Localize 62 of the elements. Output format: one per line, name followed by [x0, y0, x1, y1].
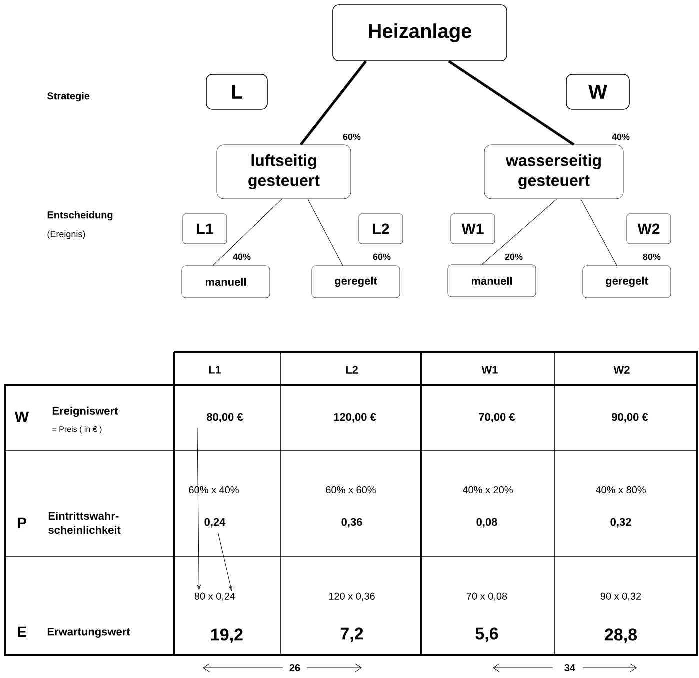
connector-line [580, 198, 618, 266]
table-cell: 80 x 0,24 [194, 592, 236, 602]
row-note: (Ereignis) [48, 230, 86, 240]
row-letter: P [18, 518, 26, 528]
table-cell: 40% x 20% [462, 486, 513, 494]
table-cell: 5,6 [476, 628, 498, 642]
strategy-box: L [206, 74, 268, 110]
row-label: Entscheidung [48, 211, 113, 221]
table-cell: 28,8 [605, 628, 638, 644]
row-note: = Preis ( in € ) [52, 426, 102, 434]
table-cell: 0,36 [342, 518, 362, 528]
edge-label: 60% [342, 132, 362, 142]
connector-line [448, 60, 575, 146]
table-cell: 70 x 0,08 [466, 592, 508, 602]
table-cell: 40% x 80% [596, 486, 646, 494]
row-label: Erwartungswert [48, 628, 130, 638]
table-cell: 120 x 0,36 [329, 592, 375, 602]
edge-label: 40% [232, 252, 252, 262]
option-box: wasserseitig gesteuert [484, 144, 624, 200]
table-cell: 120,00 € [334, 413, 376, 423]
table-cell: 90,00 € [612, 413, 648, 423]
strategy-box: W [566, 74, 630, 110]
title-box: Heizanlage [332, 4, 508, 62]
table-cell: 19,2 [212, 628, 243, 644]
table-cell: 80,00 € [207, 413, 244, 423]
arrow [218, 532, 232, 592]
arrow [197, 428, 201, 590]
connector-line [212, 198, 282, 266]
connector-line [300, 60, 368, 146]
column-header: W1 [482, 366, 498, 374]
dimension-value: 26 [287, 662, 303, 674]
decision-box: L2 [358, 214, 404, 244]
outcome-box: geregelt [582, 266, 672, 298]
table-cell: 60% x 60% [326, 486, 376, 494]
column-header: W2 [614, 366, 630, 374]
decision-box: L1 [182, 214, 228, 244]
row-letter: E [18, 626, 26, 638]
outcome-box: manuell [448, 264, 536, 298]
table-cell: 0,08 [476, 518, 498, 528]
edge-label: 60% [372, 252, 392, 262]
edge-label: 20% [504, 252, 524, 262]
outcome-box: geregelt [312, 266, 400, 298]
column-header: L1 [209, 366, 222, 374]
table-cell: 70,00 € [479, 413, 516, 423]
connector-line [308, 198, 344, 266]
outcome-box: manuell [182, 266, 270, 298]
edge-label: 40% [611, 132, 631, 142]
table-cell: 7,2 [340, 628, 364, 642]
table-cell: 90 x 0,32 [600, 592, 642, 602]
decision-box: W1 [450, 214, 496, 244]
connector-line [482, 198, 558, 266]
table-cell: 0,32 [610, 518, 632, 528]
option-box: luftseitig gesteuert [216, 144, 352, 200]
row-label: Ereigniswert [52, 406, 118, 418]
row-label: Strategie [47, 92, 90, 102]
column-header: L2 [346, 366, 358, 374]
row-label: Eintrittswahr- scheinlichkeit [48, 512, 121, 534]
dimension-value: 34 [562, 662, 578, 674]
table-cell: 0,24 [204, 518, 226, 528]
row-letter: W [14, 412, 30, 422]
decision-box: W2 [626, 214, 672, 244]
edge-label: 80% [642, 252, 662, 262]
